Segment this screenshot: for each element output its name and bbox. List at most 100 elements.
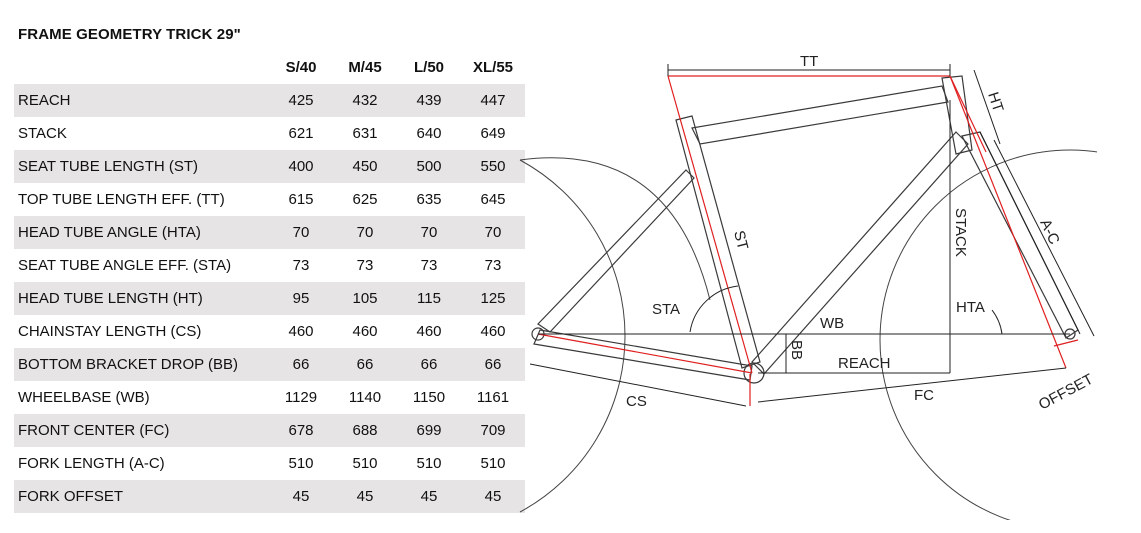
label-reach: REACH [838, 355, 891, 372]
table-row: SEAT TUBE ANGLE EFF. (STA) 73 73 73 73 [14, 249, 525, 282]
table-title: FRAME GEOMETRY TRICK 29" [18, 26, 241, 43]
fork-axis-red [949, 75, 1067, 369]
cell-value: 678 [269, 414, 333, 447]
table-row: HEAD TUBE LENGTH (HT) 95 105 115 125 [14, 282, 525, 315]
label-ht: HT [984, 90, 1006, 114]
cell-value: 45 [461, 480, 525, 513]
cell-value: 510 [480, 455, 506, 472]
row-label: CHAINSTAY LENGTH (CS) [18, 323, 202, 340]
table-row: WHEELBASE (WB) 1129 1140 1150 1161 [14, 381, 525, 414]
cell-value: 447 [461, 84, 525, 117]
row-label: SEAT TUBE LENGTH (ST) [14, 150, 269, 183]
cell-value: 550 [461, 150, 525, 183]
cell-value: 73 [356, 257, 374, 274]
table-row: STACK 621 631 640 649 [14, 117, 525, 150]
cell-value: 460 [352, 323, 378, 340]
table-row: CHAINSTAY LENGTH (CS) 460 460 460 460 [14, 315, 525, 348]
row-label: HEAD TUBE ANGLE (HTA) [14, 216, 269, 249]
cell-value: 95 [269, 282, 333, 315]
cell-value: 460 [416, 323, 442, 340]
ht-dim [973, 69, 1001, 145]
cell-value: 699 [397, 414, 461, 447]
cell-value: 66 [397, 348, 461, 381]
cell-value: 460 [288, 323, 314, 340]
label-stack: STACK [952, 208, 969, 257]
top-tube [691, 85, 949, 145]
cell-value: 688 [333, 414, 397, 447]
row-label: HEAD TUBE LENGTH (HT) [14, 282, 269, 315]
cell-value: 510 [288, 455, 314, 472]
hta-guide [979, 131, 1081, 335]
table-row: TOP TUBE LENGTH EFF. (TT) 615 625 635 64… [14, 183, 525, 216]
frame [531, 75, 1079, 384]
cell-value: 400 [269, 150, 333, 183]
cell-value: 645 [480, 191, 506, 208]
cell-value: 1150 [412, 389, 446, 406]
chainstay-red [537, 333, 753, 374]
label-offset: OFFSET [1036, 371, 1096, 414]
row-label: FORK LENGTH (A-C) [18, 455, 165, 472]
head-tube-red [949, 75, 987, 153]
cs-dim [529, 363, 747, 407]
table-row: HEAD TUBE ANGLE (HTA) 70 70 70 70 [14, 216, 525, 249]
cell-value: 115 [397, 282, 461, 315]
fork-ac [993, 139, 1095, 337]
chain-stay [533, 329, 753, 381]
table-row: FORK LENGTH (A-C) 510 510 510 510 [14, 447, 525, 480]
row-label: STACK [18, 125, 67, 142]
cell-value: 45 [333, 480, 397, 513]
cell-value: 649 [480, 125, 506, 142]
cell-value: 439 [397, 84, 461, 117]
cell-value: 1140 [348, 389, 382, 406]
label-tt: TT [800, 53, 818, 70]
frame-geometry-diagram: TT HT ST STACK A-C STA HTA WB BB REACH C… [519, 40, 1130, 520]
cell-value: 1129 [284, 389, 318, 406]
cell-value: 510 [416, 455, 442, 472]
cell-value: 640 [416, 125, 442, 142]
hta-arc [991, 309, 1003, 335]
label-ac: A-C [1036, 217, 1062, 248]
cell-value: 631 [352, 125, 378, 142]
table-row: REACH 425 432 439 447 [14, 84, 525, 117]
label-bb: BB [788, 340, 805, 360]
row-label: REACH [14, 84, 269, 117]
cell-value: 709 [461, 414, 525, 447]
cell-value: 66 [461, 348, 525, 381]
row-label: FORK OFFSET [14, 480, 269, 513]
cell-value: 460 [480, 323, 506, 340]
cell-value: 105 [333, 282, 397, 315]
cell-value: 73 [420, 257, 438, 274]
row-label: WHEELBASE (WB) [18, 389, 150, 406]
header-size: L/50 [413, 59, 444, 76]
cell-value: 70 [333, 216, 397, 249]
cell-value: 615 [288, 191, 314, 208]
seat-tube-line [667, 75, 753, 374]
label-sta: STA [652, 301, 680, 318]
cell-value: 635 [416, 191, 442, 208]
seat-tube [675, 115, 761, 369]
cell-value: 70 [397, 216, 461, 249]
rear-wheel [519, 159, 626, 513]
cell-value: 66 [333, 348, 397, 381]
header-size: M/45 [348, 59, 382, 76]
offset-line [1053, 339, 1079, 347]
front-wheel [879, 149, 1130, 520]
geometry-table: S/40 M/45 L/50 XL/55 REACH 425 432 439 4… [14, 51, 525, 513]
label-hta: HTA [956, 299, 985, 316]
cell-value: 70 [461, 216, 525, 249]
header-size: XL/55 [472, 59, 514, 76]
dimension-lines [529, 64, 1095, 407]
cell-value: 66 [269, 348, 333, 381]
label-st: ST [730, 229, 751, 252]
rear-wheel [519, 157, 711, 301]
cell-value: 625 [352, 191, 378, 208]
label-fc: FC [914, 387, 934, 404]
row-label: FRONT CENTER (FC) [14, 414, 269, 447]
cell-value: 450 [333, 150, 397, 183]
table-row: FRONT CENTER (FC) 678 688 699 709 [14, 414, 525, 447]
cell-value: 45 [397, 480, 461, 513]
cell-value: 70 [269, 216, 333, 249]
cell-value: 432 [333, 84, 397, 117]
header-empty [14, 51, 269, 84]
row-label: SEAT TUBE ANGLE EFF. (STA) [18, 257, 232, 274]
